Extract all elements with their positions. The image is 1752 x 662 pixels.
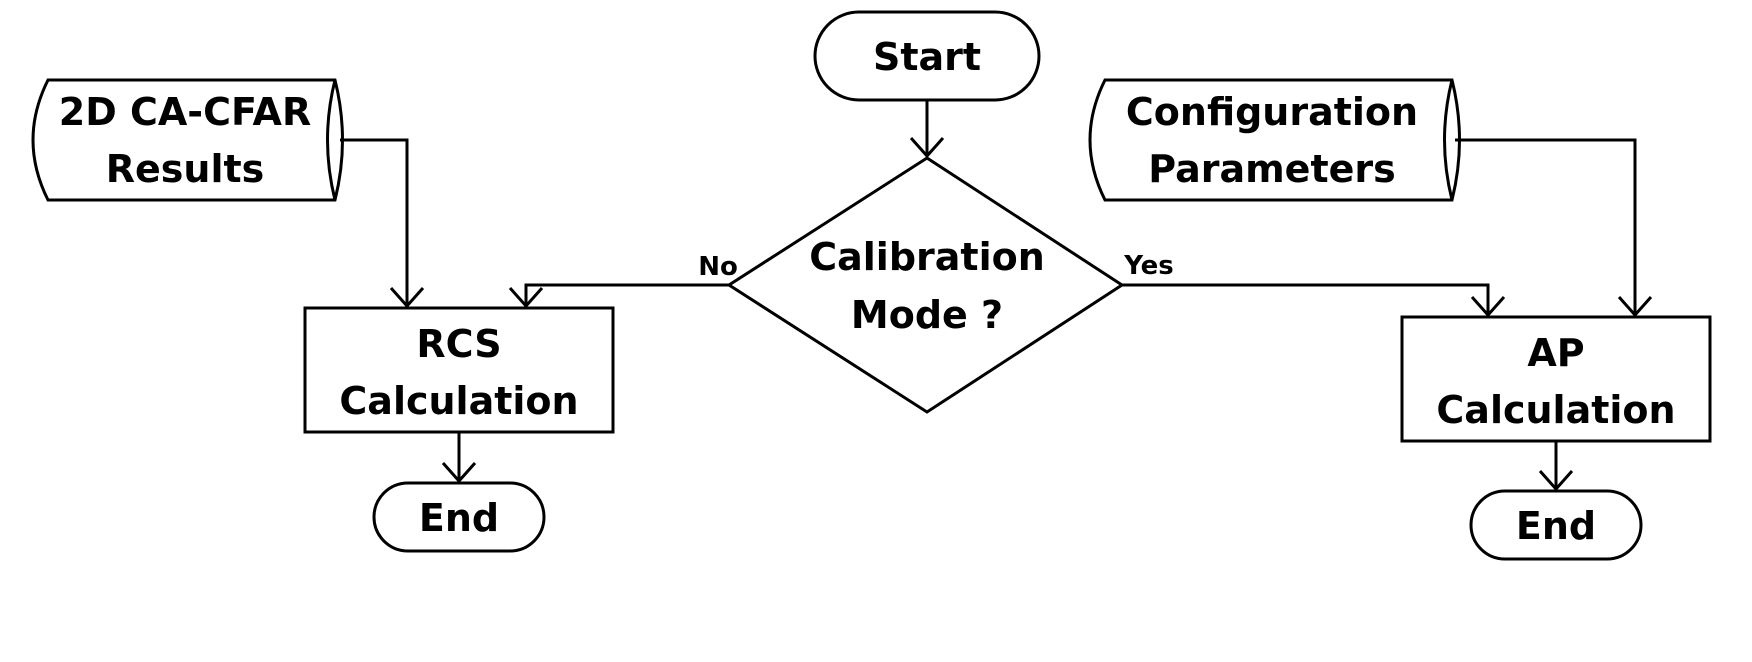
connector-ap-to-end: [1538, 441, 1574, 492]
connector-no-to-rcs: [508, 283, 729, 309]
edge-label-no: No: [698, 252, 738, 282]
calibration-mode-decision: Calibration Mode ?: [726, 156, 1125, 414]
rcs-line1: RCS: [416, 322, 501, 366]
connector-config-to-ap: [1455, 138, 1653, 318]
connector-start-to-decision: [909, 100, 945, 159]
ap-line1: AP: [1527, 331, 1584, 375]
connector-yes-to-ap: [1122, 283, 1506, 318]
decision-line2: Mode ?: [851, 293, 1003, 337]
connector-cfar-to-rcs: [340, 138, 425, 309]
cfar-results-data: 2D CA-CFAR Results: [31, 78, 344, 202]
ap-line2: Calculation: [1436, 388, 1675, 432]
end-node-right: End: [1469, 489, 1643, 561]
connector-rcs-to-end: [441, 432, 477, 484]
ap-calculation-process: AP Calculation: [1400, 315, 1712, 443]
config-parameters-line2: Parameters: [1148, 147, 1396, 191]
decision-line1: Calibration: [809, 235, 1045, 279]
cfar-results-line2: Results: [106, 147, 265, 191]
end-right-label: End: [1516, 504, 1596, 548]
edge-label-yes: Yes: [1123, 251, 1174, 281]
end-left-label: End: [419, 496, 499, 540]
cfar-results-line1: 2D CA-CFAR: [59, 90, 311, 134]
rcs-calculation-process: RCS Calculation: [303, 306, 615, 434]
start-node: Start: [813, 10, 1041, 102]
end-node-left: End: [372, 481, 546, 553]
config-parameters-data: Configuration Parameters: [1088, 78, 1461, 202]
config-parameters-line1: Configuration: [1126, 90, 1418, 134]
rcs-line2: Calculation: [339, 379, 578, 423]
start-label: Start: [873, 35, 981, 79]
